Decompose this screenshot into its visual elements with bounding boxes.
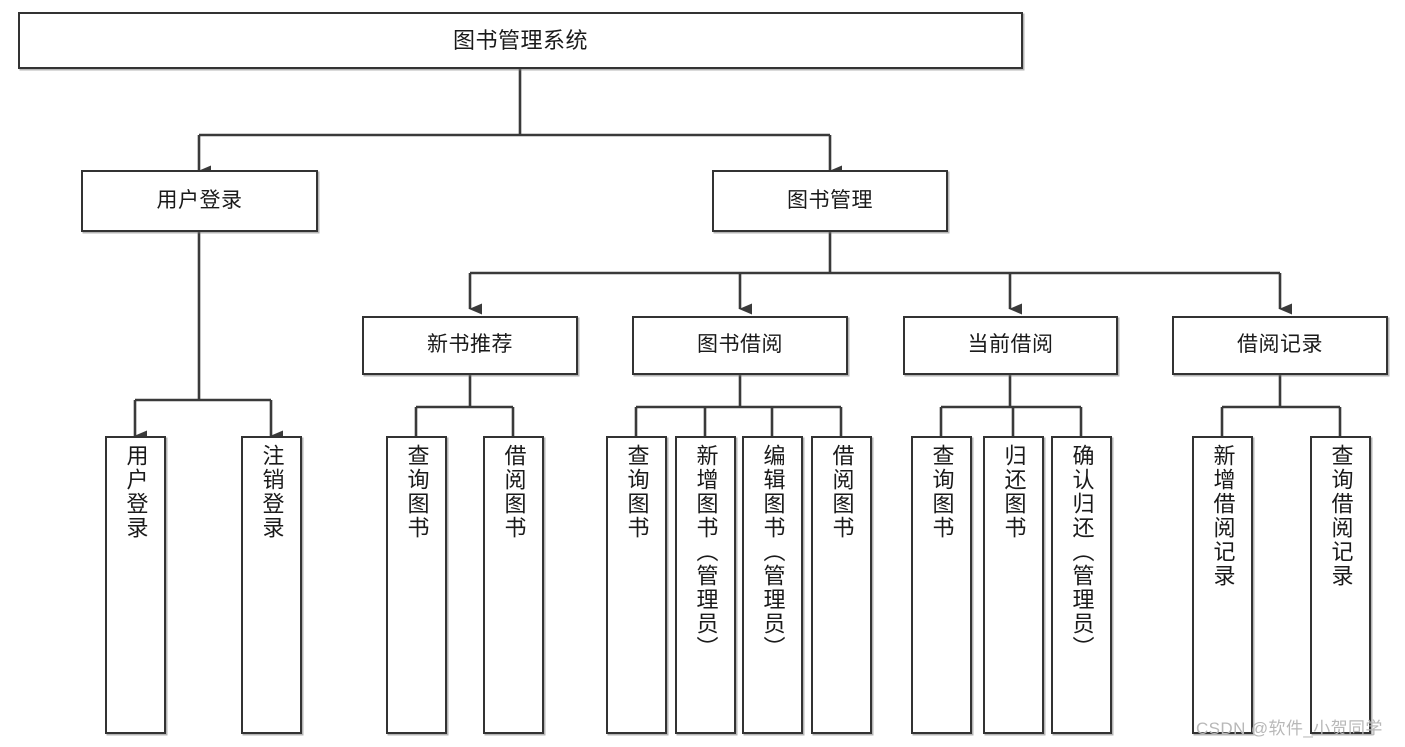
node-leaf-query-book-3-label: 查询图书: [929, 444, 955, 540]
node-new-book-recommend[interactable]: 新书推荐: [362, 316, 578, 375]
node-current-borrow[interactable]: 当前借阅: [903, 316, 1118, 375]
node-leaf-add-record[interactable]: 新增借阅记录: [1192, 436, 1253, 734]
node-leaf-borrow-book-1[interactable]: 借阅图书: [483, 436, 544, 734]
node-root[interactable]: 图书管理系统: [18, 12, 1023, 69]
node-book-manage-label: 图书管理: [787, 188, 873, 212]
node-user-login-label: 用户登录: [156, 188, 243, 212]
node-leaf-query-book-2[interactable]: 查询图书: [606, 436, 667, 734]
node-leaf-query-record-label: 查询借阅记录: [1328, 444, 1354, 588]
node-book-borrow[interactable]: 图书借阅: [632, 316, 848, 375]
node-leaf-borrow-book-1-label: 借阅图书: [501, 444, 527, 540]
node-user-login[interactable]: 用户登录: [81, 170, 318, 232]
node-leaf-add-book[interactable]: 新增图书（管理员）: [675, 436, 736, 734]
node-leaf-edit-book[interactable]: 编辑图书（管理员）: [742, 436, 803, 734]
node-leaf-logout[interactable]: 注销登录: [241, 436, 302, 734]
node-leaf-query-book-3[interactable]: 查询图书: [911, 436, 972, 734]
node-new-book-recommend-label: 新书推荐: [427, 333, 513, 357]
node-leaf-borrow-book-2-label: 借阅图书: [829, 444, 855, 540]
node-leaf-add-record-label: 新增借阅记录: [1210, 444, 1236, 588]
node-leaf-return-book[interactable]: 归还图书: [983, 436, 1044, 734]
node-leaf-confirm-return[interactable]: 确认归还（管理员）: [1051, 436, 1112, 734]
node-leaf-query-book-2-label: 查询图书: [624, 444, 650, 540]
node-leaf-user-login-label: 用户登录: [123, 444, 149, 540]
node-leaf-return-book-label: 归还图书: [1001, 444, 1027, 540]
node-leaf-query-book-1[interactable]: 查询图书: [386, 436, 447, 734]
node-leaf-edit-book-label: 编辑图书（管理员）: [760, 444, 786, 660]
node-leaf-borrow-book-2[interactable]: 借阅图书: [811, 436, 872, 734]
node-borrow-record-label: 借阅记录: [1237, 333, 1323, 357]
connector-group: [133, 69, 1352, 449]
csdn-watermark: CSDN @软件_小贺同学: [1196, 719, 1383, 738]
node-book-borrow-label: 图书借阅: [697, 333, 783, 357]
node-leaf-query-record[interactable]: 查询借阅记录: [1310, 436, 1371, 734]
node-root-label: 图书管理系统: [452, 27, 588, 53]
node-leaf-query-book-1-label: 查询图书: [404, 444, 430, 540]
node-book-manage[interactable]: 图书管理: [712, 170, 948, 232]
node-leaf-add-book-label: 新增图书（管理员）: [693, 444, 719, 660]
node-leaf-user-login[interactable]: 用户登录: [105, 436, 166, 734]
node-leaf-logout-label: 注销登录: [259, 444, 285, 540]
node-leaf-confirm-return-label: 确认归还（管理员）: [1069, 444, 1095, 660]
node-borrow-record[interactable]: 借阅记录: [1172, 316, 1388, 375]
node-current-borrow-label: 当前借阅: [967, 333, 1054, 357]
